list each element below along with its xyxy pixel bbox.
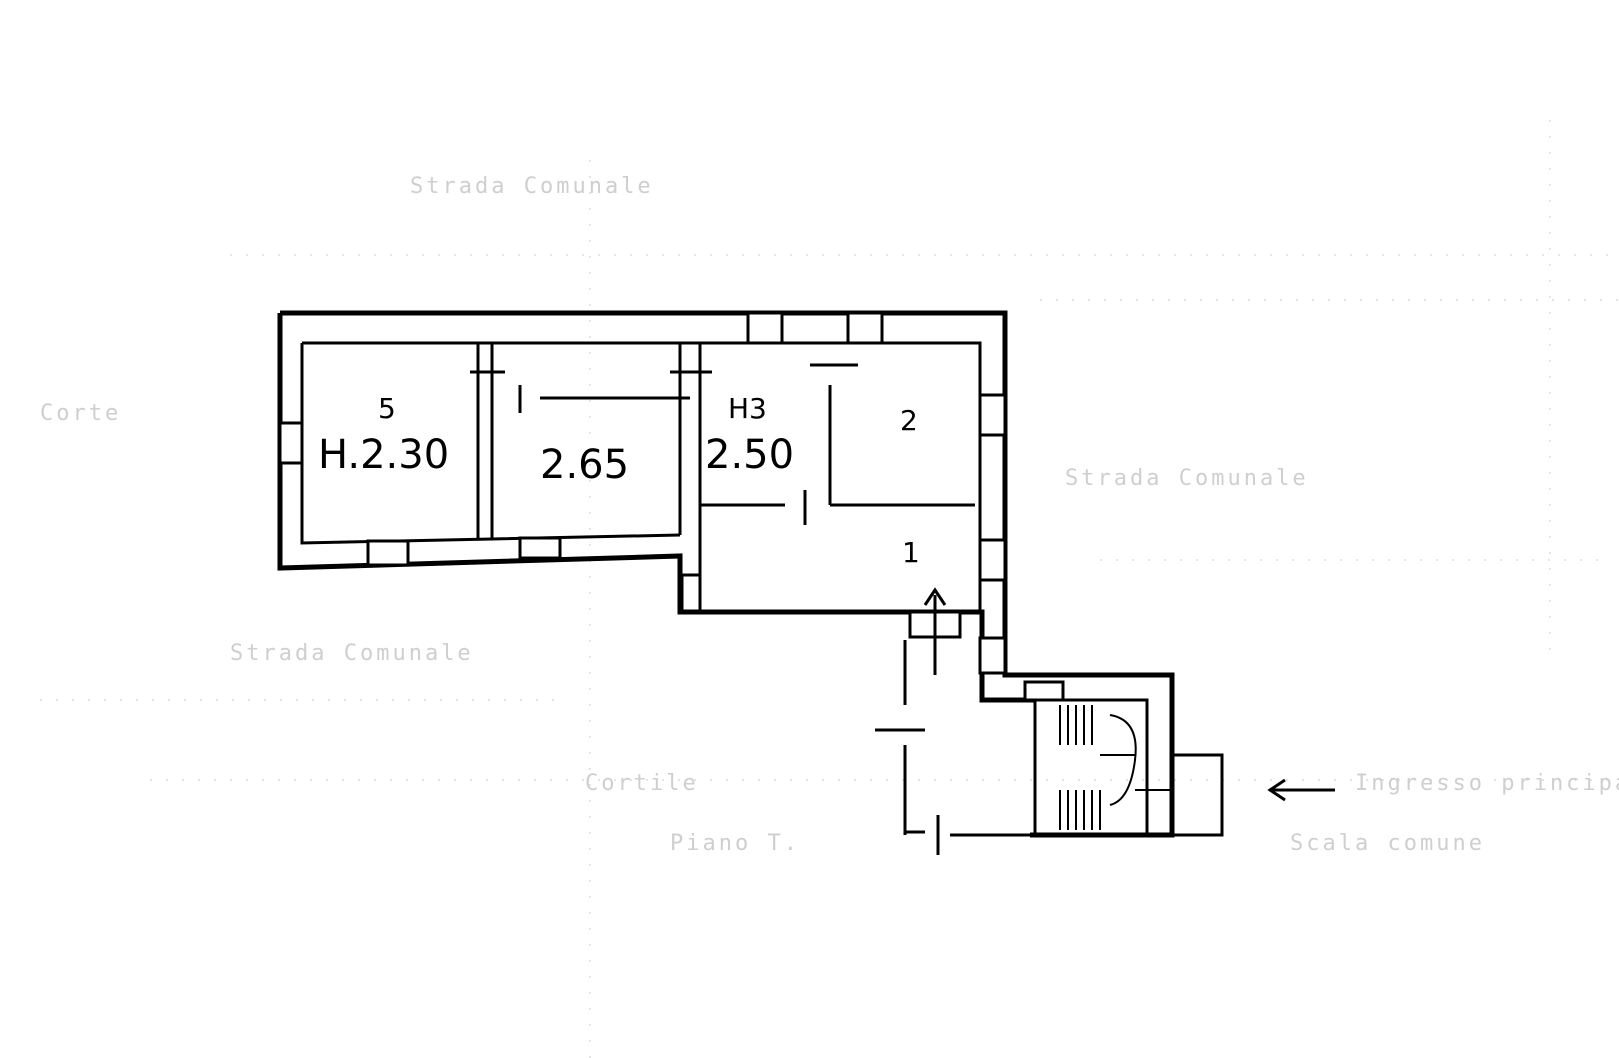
outer-walls [277, 310, 1175, 838]
label-left: Corte [40, 401, 121, 426]
room-3-number: H3 [728, 392, 767, 425]
label-bottom-center: Cortile [585, 771, 699, 796]
faint-labels: Strada Comunale Corte Strada Comunale St… [40, 174, 1619, 856]
entrance-arrow-icon [1267, 778, 1335, 802]
room-2-number: 2 [900, 404, 918, 437]
label-entrance-2: Scala comune [1290, 831, 1485, 856]
room-3-height: 2.50 [705, 432, 794, 478]
door-arrow-icon [923, 587, 947, 675]
staircase-icon [1033, 698, 1224, 837]
windows [278, 311, 1065, 702]
room-5-height: H.2.30 [318, 432, 449, 478]
label-bottom-center-2: Piano T. [670, 831, 800, 856]
room-5-number: 5 [378, 392, 396, 425]
background-dots [40, 120, 1619, 1058]
room-labels: 5 H.2.30 2.65 H3 2.50 2 1 [318, 392, 920, 569]
label-entrance: Ingresso principale [1355, 771, 1619, 796]
label-bottom-left: Strada Comunale [230, 641, 474, 666]
partitions [470, 343, 975, 538]
label-top: Strada Comunale [410, 174, 654, 199]
room-4-height: 2.65 [540, 442, 629, 488]
room-1-number: 1 [902, 536, 920, 569]
label-right-mid: Strada Comunale [1065, 466, 1309, 491]
landing [875, 610, 1035, 855]
